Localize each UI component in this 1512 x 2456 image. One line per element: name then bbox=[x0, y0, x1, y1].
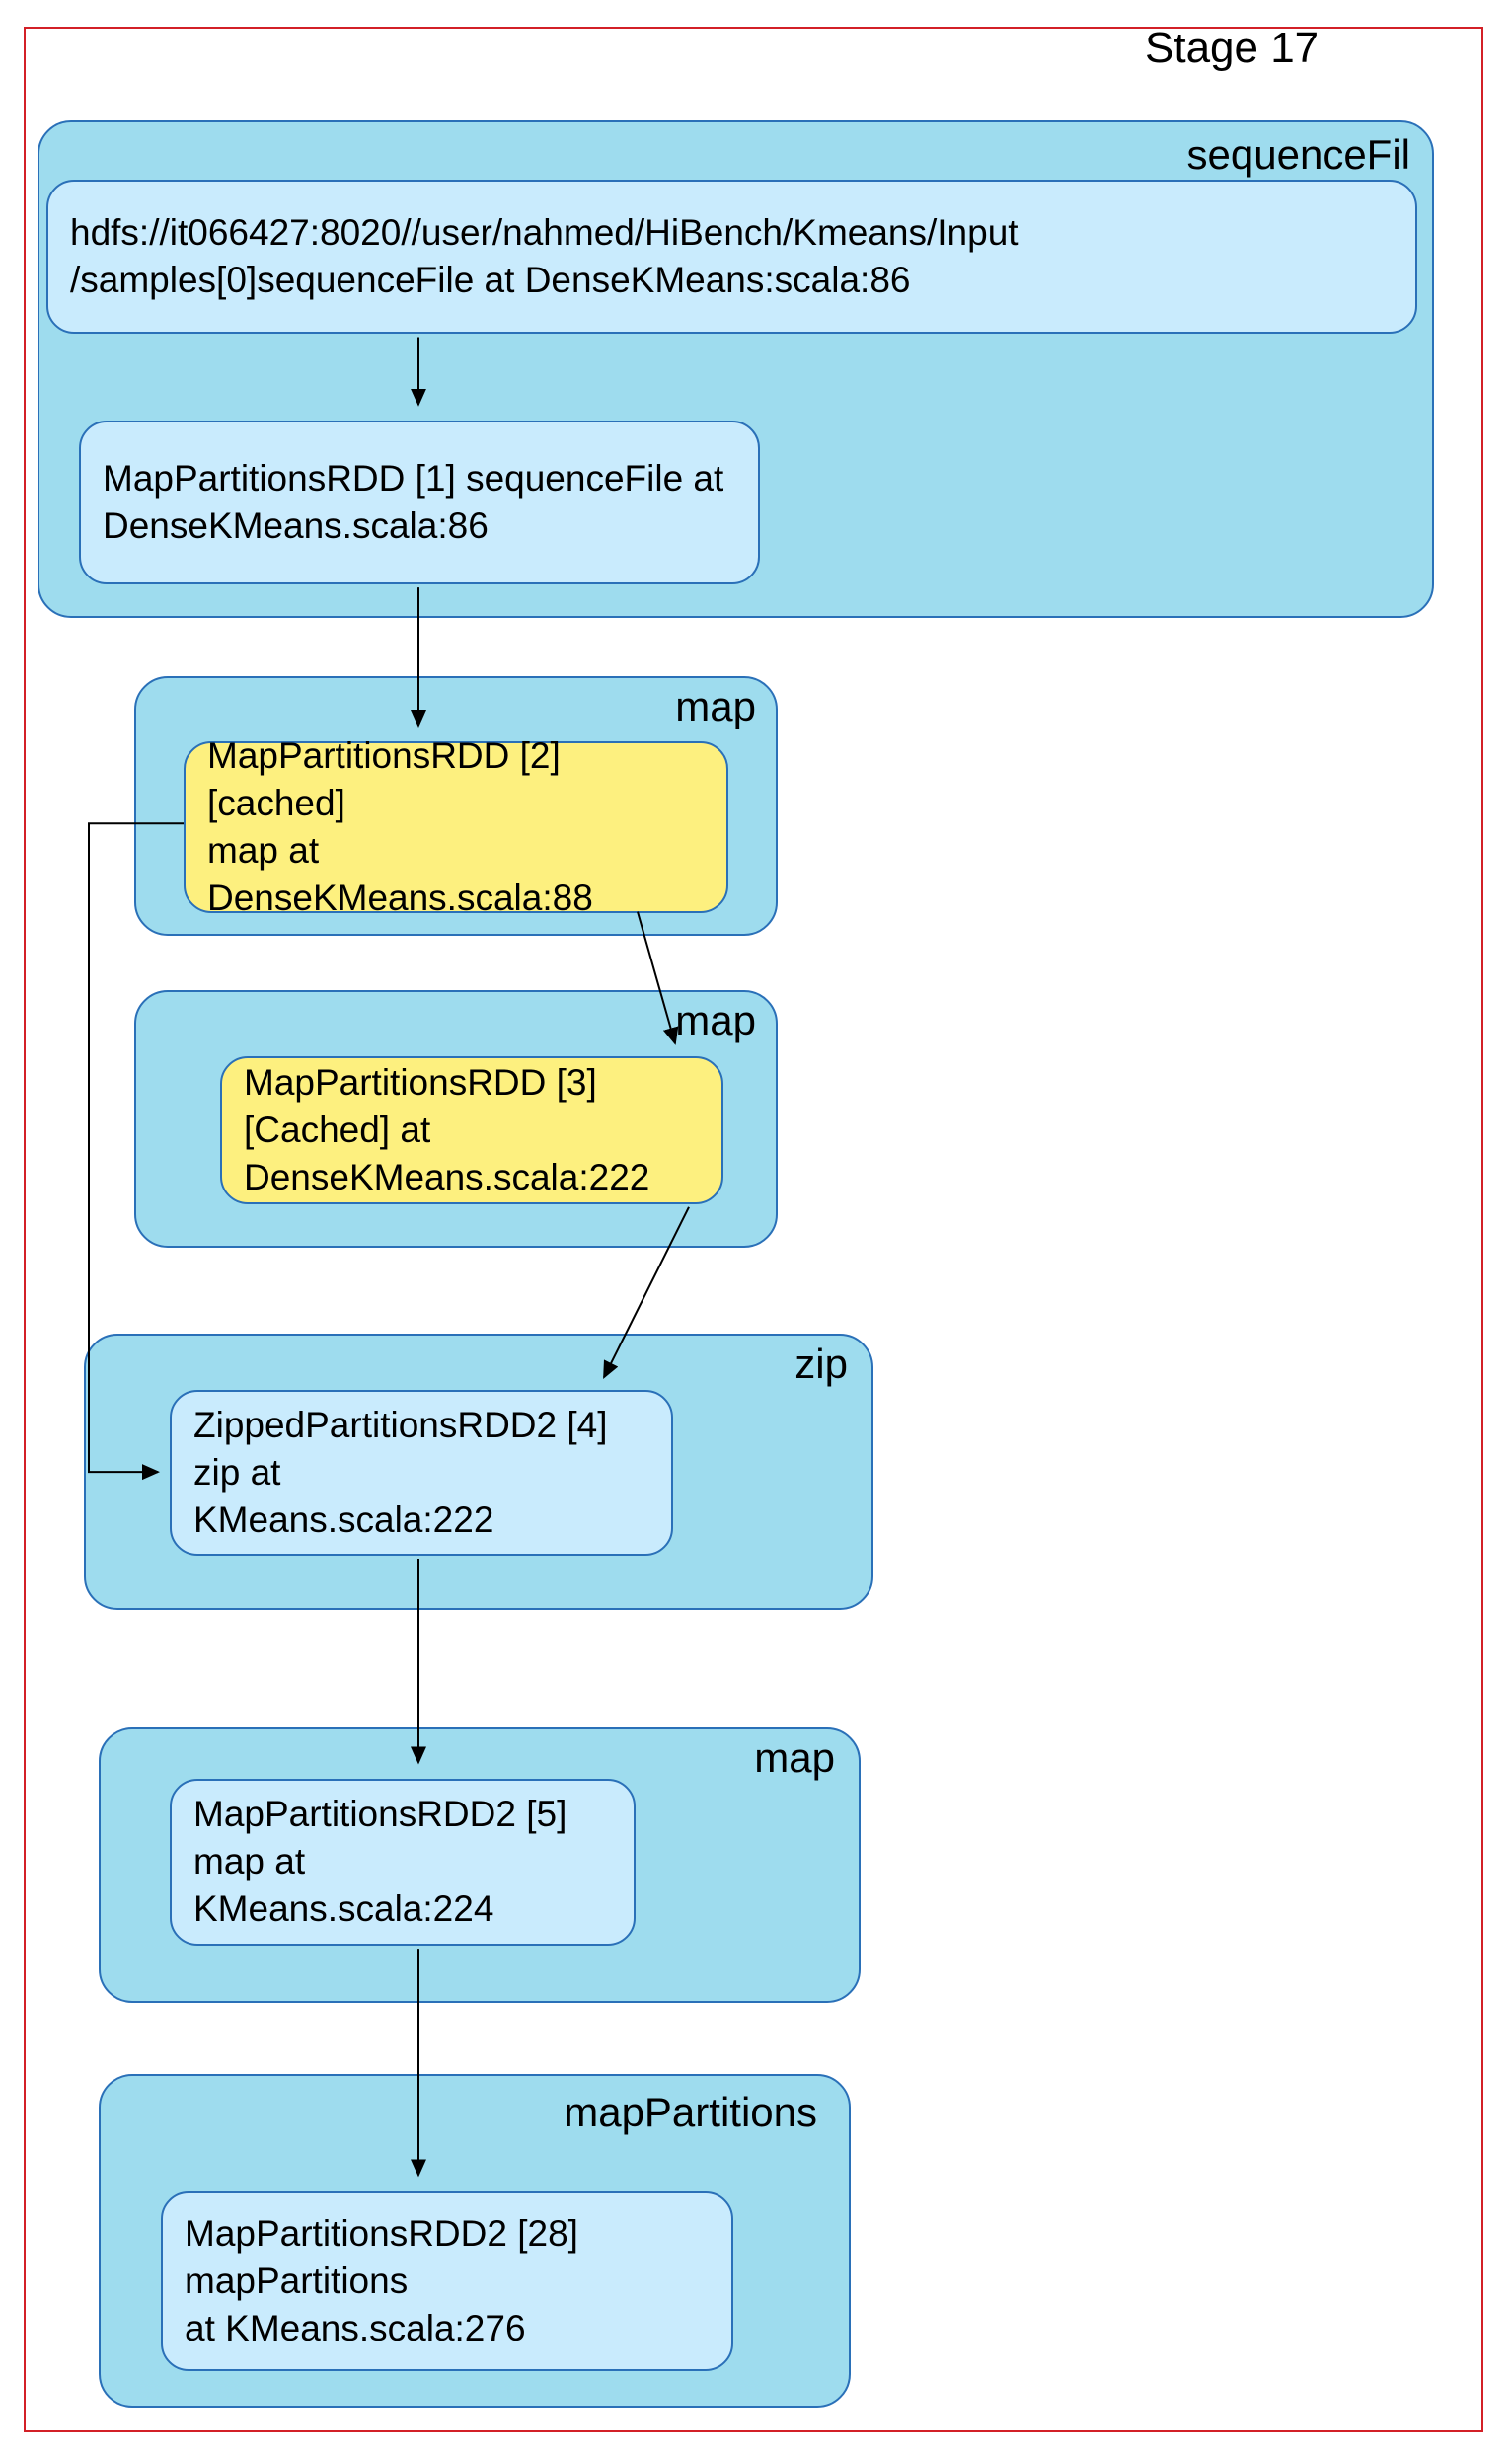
scope-label-map-5: map bbox=[754, 1733, 835, 1781]
scope-label-map-partitions: mapPartitions bbox=[564, 2088, 817, 2135]
rdd-node-4-label: ZippedPartitionsRDD2 [4] zip at KMeans.s… bbox=[193, 1404, 608, 1541]
rdd-node-3[interactable]: MapPartitionsRDD [3] [Cached] at DenseKM… bbox=[220, 1056, 723, 1204]
scope-label-map-3: map bbox=[675, 997, 756, 1044]
scope-label-sequence-file: sequenceFil bbox=[1186, 130, 1410, 178]
rdd-node-2[interactable]: MapPartitionsRDD [2] [cached] map at Den… bbox=[184, 735, 728, 918]
rdd-node-28-label: MapPartitionsRDD2 [28] mapPartitions at … bbox=[185, 2212, 578, 2348]
rdd-node-5-label: MapPartitionsRDD2 [5] map at KMeans.scal… bbox=[193, 1794, 567, 1930]
rdd-node-0[interactable]: hdfs://it066427:8020//user/nahmed/HiBenc… bbox=[46, 180, 1417, 335]
stage-title: Stage 17 bbox=[1145, 24, 1320, 72]
rdd-node-1[interactable]: MapPartitionsRDD [1] sequenceFile at Den… bbox=[79, 421, 760, 584]
rdd-node-2-label: MapPartitionsRDD [2] [cached] map at Den… bbox=[207, 735, 593, 919]
rdd-node-28[interactable]: MapPartitionsRDD2 [28] mapPartitions at … bbox=[161, 2190, 733, 2371]
rdd-node-0-label: hdfs://it066427:8020//user/nahmed/HiBenc… bbox=[70, 212, 1019, 301]
rdd-node-3-label: MapPartitionsRDD [3] [Cached] at DenseKM… bbox=[244, 1061, 650, 1197]
stage-frame bbox=[24, 27, 1483, 2432]
rdd-node-5[interactable]: MapPartitionsRDD2 [5] map at KMeans.scal… bbox=[170, 1778, 636, 1946]
rdd-node-1-label: MapPartitionsRDD [1] sequenceFile at Den… bbox=[103, 457, 724, 546]
scope-label-zip: zip bbox=[794, 1341, 848, 1388]
scope-label-map-2: map bbox=[675, 682, 756, 729]
rdd-node-4[interactable]: ZippedPartitionsRDD2 [4] zip at KMeans.s… bbox=[170, 1390, 673, 1556]
